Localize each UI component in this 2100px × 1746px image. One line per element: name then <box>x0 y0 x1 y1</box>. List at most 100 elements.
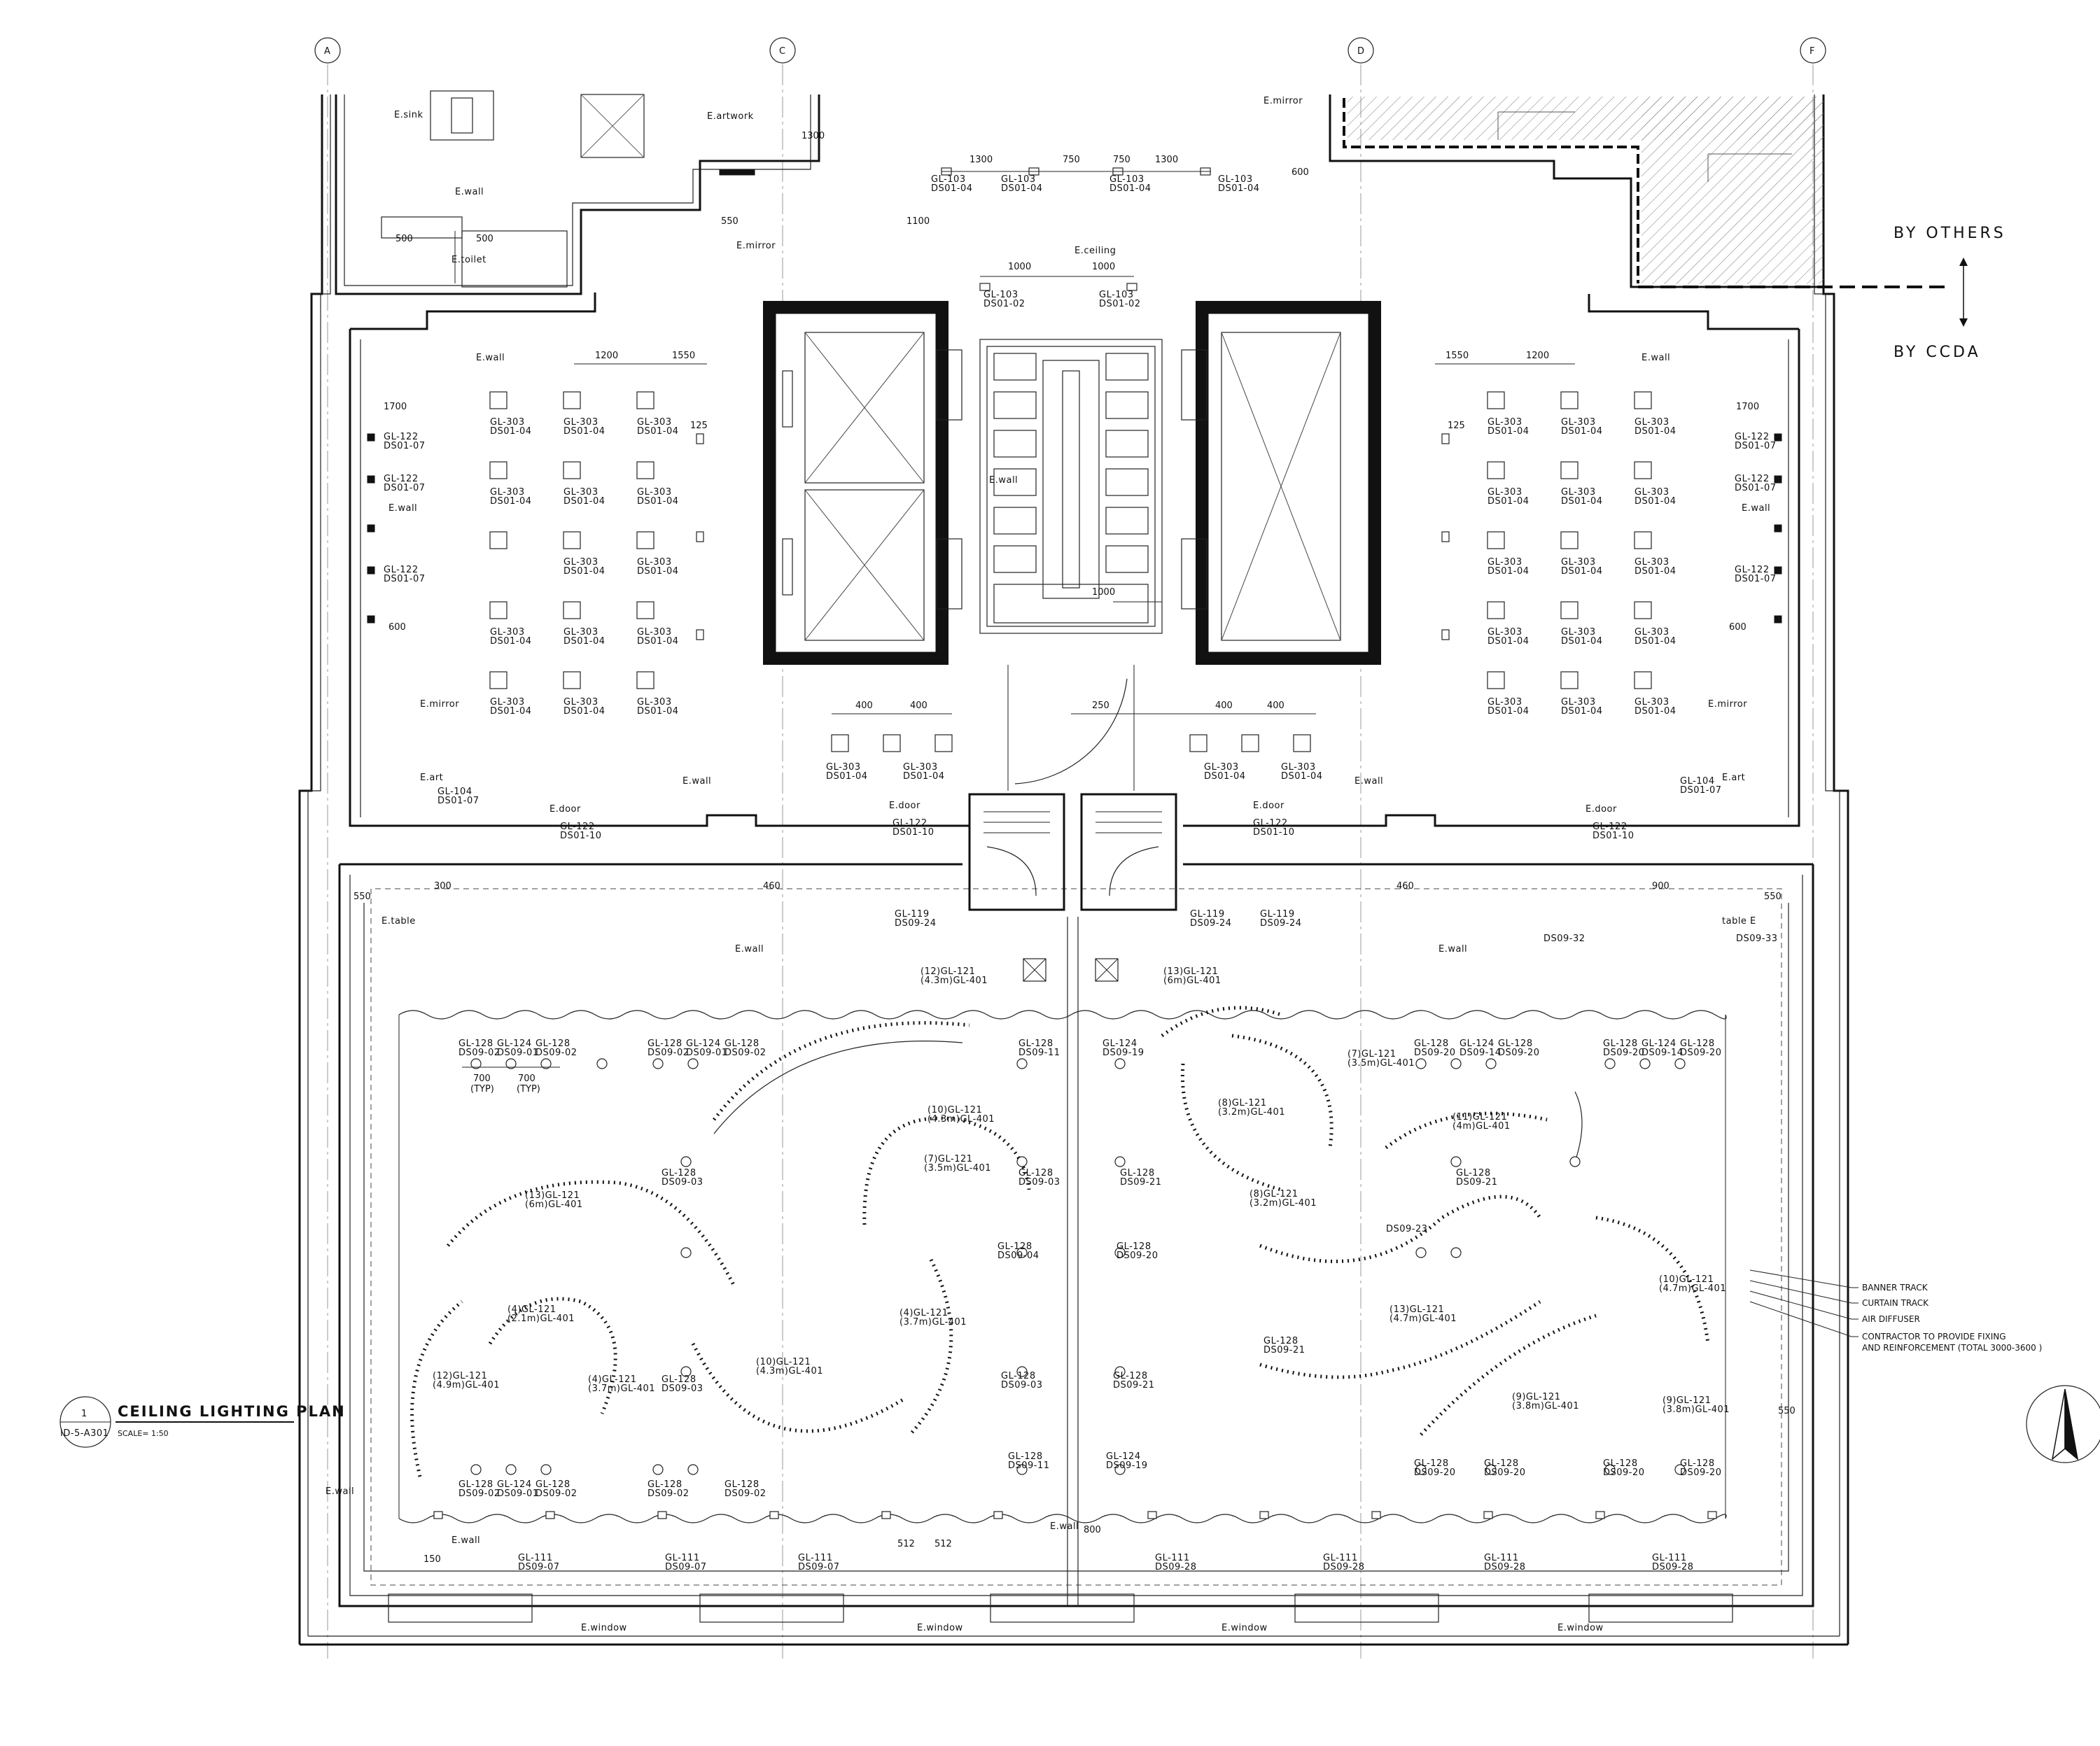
dim-label: 125 <box>1448 421 1465 431</box>
fixture-tag: DS09-28 <box>1323 1562 1365 1572</box>
fixture-tag: GL-111 <box>1155 1553 1190 1563</box>
label-door-left: E.door <box>550 804 581 815</box>
curve-note: (3.8m)GL-401 <box>1512 1401 1579 1411</box>
fixture-tag: GL-122 <box>1592 822 1628 832</box>
curve-note: (3.8m)GL-401 <box>1662 1404 1730 1415</box>
fixture-tag: DS01-02 <box>1099 299 1141 309</box>
label-table-right: table E <box>1722 916 1756 927</box>
dim-label: 300 <box>434 881 451 892</box>
fixture-tag: GL-124 <box>497 1039 532 1049</box>
label-art-left: E.art <box>420 773 443 783</box>
downlight <box>1487 461 1505 479</box>
label-wall-i: E.wall <box>326 1486 354 1497</box>
fixture-tag: DS01-04 <box>1488 566 1530 577</box>
fixture-tag: DS09-21 <box>1113 1380 1155 1391</box>
fixture-tag: DS01-04 <box>1281 771 1323 782</box>
label-art-right: E.art <box>1722 773 1745 783</box>
by-others-hatched-zone <box>1329 94 1823 288</box>
fixture-tag: DS01-04 <box>1488 636 1530 647</box>
fixture-tag: GL-124 <box>497 1479 532 1490</box>
dim-label: 250 <box>1092 700 1110 711</box>
label-ceiling-top: E.ceiling <box>1074 246 1116 256</box>
fixture-tag: GL-303 <box>1488 627 1522 638</box>
upper-lobby <box>349 293 1800 827</box>
fixture-tag: DS09-20 <box>1116 1251 1158 1261</box>
fixture-tag: GL-303 <box>1561 417 1596 428</box>
dim-label: 512 <box>897 1539 915 1549</box>
fixture-tag: DS01-04 <box>1561 496 1603 507</box>
downlight <box>1560 601 1578 619</box>
curve-note: (8)GL-121 <box>1218 1098 1267 1108</box>
curve-note: (13)GL-121 <box>525 1190 580 1201</box>
fixture-tag: DS01-07 <box>384 574 426 584</box>
by-ccda-label: BY CCDA <box>1893 344 1981 361</box>
fixture-tag: GL-128 <box>1414 1458 1449 1469</box>
label-wall-right: E.wall <box>1742 503 1770 514</box>
dim-label: (TYP) <box>470 1084 494 1094</box>
fixture-tag: DS01-04 <box>1001 183 1043 194</box>
fixture-tag: DS01-04 <box>637 496 679 507</box>
fixture-tag: GL-303 <box>1561 697 1596 707</box>
by-others-label: BY OTHERS <box>1893 225 2006 242</box>
fixture-tag: GL-122 <box>1735 432 1770 442</box>
fixture-tag: GL-103 <box>1218 174 1253 185</box>
curve-note: (10)GL-121 <box>927 1105 982 1115</box>
dim-label: 600 <box>388 622 406 633</box>
downlight <box>1560 671 1578 689</box>
downlight <box>563 671 581 689</box>
fixture-tag: DS01-10 <box>1253 827 1295 838</box>
dim-label: 550 <box>1764 892 1782 902</box>
curve-note: (4m)GL-401 <box>1452 1121 1511 1132</box>
fixture-tag: GL-303 <box>564 697 598 707</box>
fixture-tag: GL-103 <box>1110 174 1144 185</box>
dim-label: 1300 <box>969 155 993 165</box>
fixture-tags: GL-303 DS01-04 GL-303 DS01-04 GL-303 DS0… <box>384 174 1777 1572</box>
fixture-tag: GL-303 <box>1561 487 1596 498</box>
curve-notes: (12)GL-121 (4.3m)GL-401 (13)GL-121 (6m)G… <box>433 966 1730 1415</box>
dim-label: 512 <box>934 1539 952 1549</box>
label-door-mid: E.door <box>889 801 920 811</box>
fixture-tag: GL-128 <box>662 1168 696 1178</box>
fixture-tag: DS09-20 <box>1603 1467 1645 1478</box>
fixture-tag: DS01-04 <box>564 496 606 507</box>
fixture-tag: DS09-20 <box>1484 1467 1526 1478</box>
drawing-ref-number: 1 <box>81 1409 88 1419</box>
curve-note: (3.7m)GL-401 <box>588 1384 655 1394</box>
dim-label: 460 <box>1396 881 1414 892</box>
dim-label: 400 <box>1267 700 1284 711</box>
label-wall-j: E.wall <box>451 1535 480 1546</box>
fixture-tag: DS01-07 <box>1735 441 1777 451</box>
label-mirror-left: E.mirror <box>420 699 459 710</box>
fixture-tag: GL-122 <box>1253 818 1288 829</box>
fixture-tag: GL-303 <box>564 487 598 498</box>
fixture-tag: DS09-23 <box>1386 1224 1428 1234</box>
curve-note: (4)GL-121 <box>899 1308 948 1318</box>
label-door-right: E.door <box>1586 804 1617 815</box>
fixture-tag: GL-303 <box>637 627 672 638</box>
curve-note: (10)GL-121 <box>1659 1274 1714 1285</box>
fixture-tag: GL-111 <box>798 1553 833 1563</box>
downlight <box>489 461 507 479</box>
legend-reinforcement-note: AND REINFORCEMENT (TOTAL 3000-3600 ) <box>1862 1343 2042 1353</box>
fixture-tag: DS01-04 <box>564 636 606 647</box>
label-window-1: E.window <box>581 1623 627 1633</box>
fixture-tag: DS09-02 <box>458 1488 500 1499</box>
grid-bubble-a <box>314 37 341 64</box>
fixture-tag: GL-128 <box>724 1039 760 1049</box>
downlight <box>636 601 654 619</box>
fixture-tag: DS01-07 <box>1680 785 1722 796</box>
fixture-tag: GL-111 <box>665 1553 700 1563</box>
fixture-tag: GL-103 <box>1001 174 1036 185</box>
fixture-tag: DS01-04 <box>564 566 606 577</box>
downlight <box>1487 391 1505 409</box>
fixture-tag: GL-119 <box>895 909 930 920</box>
curve-note: (2.1m)GL-401 <box>507 1314 575 1324</box>
label-table-left: E.table <box>382 916 416 927</box>
fixture-tag: DS01-02 <box>983 299 1026 309</box>
dim-label: 1700 <box>384 402 407 412</box>
dim-label: 1000 <box>1092 587 1115 598</box>
label-toilet: E.toilet <box>451 255 486 265</box>
fixture-tag: GL-303 <box>1281 762 1316 773</box>
fixture-tag: DS09-20 <box>1603 1048 1645 1058</box>
fixture-tag: DS01-04 <box>1634 566 1676 577</box>
